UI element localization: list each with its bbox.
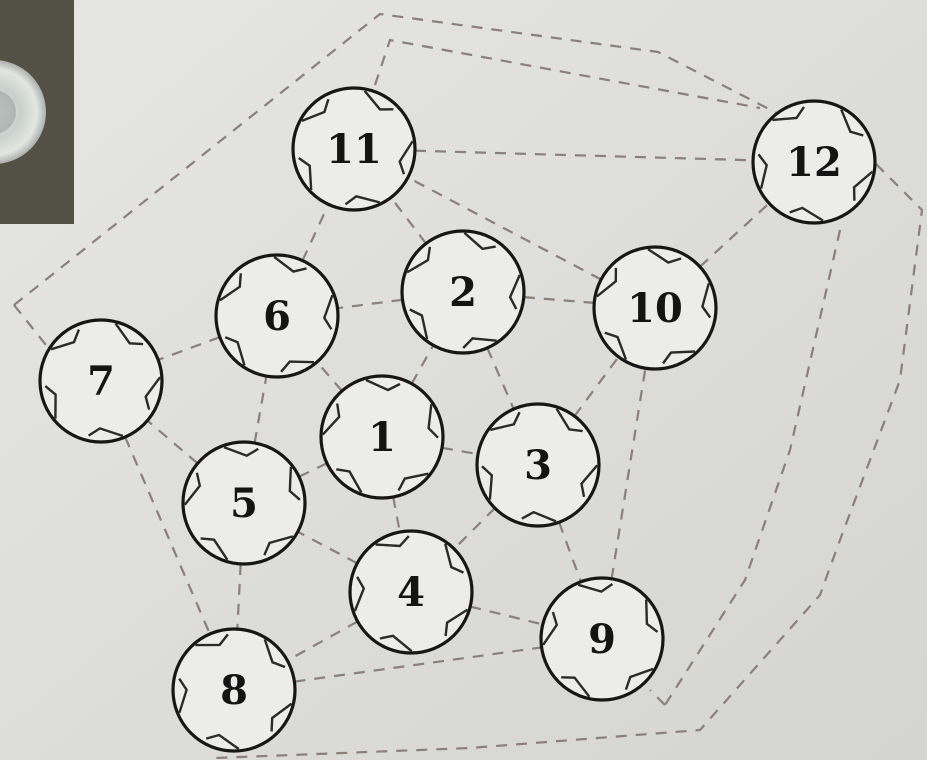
node-12: 12 [753,101,875,223]
node-3: 3 [477,404,599,526]
node-label-12: 12 [786,139,842,186]
node-label-7: 7 [87,358,115,405]
node-label-11: 11 [326,126,382,173]
node-label-2: 2 [449,269,477,316]
node-label-10: 10 [627,285,683,332]
node-8: 8 [173,629,295,751]
node-label-8: 8 [220,667,248,714]
node-label-3: 3 [524,442,552,489]
node-label-1: 1 [368,414,396,461]
node-11: 11 [293,88,415,210]
node-10: 10 [594,247,716,369]
node-9: 9 [541,578,663,700]
node-label-5: 5 [230,480,258,527]
node-4: 4 [350,531,472,653]
node-2: 2 [402,231,524,353]
node-6: 6 [216,255,338,377]
node-label-4: 4 [397,569,425,616]
node-label-6: 6 [263,293,291,340]
node-1: 1 [321,376,443,498]
node-5: 5 [183,442,305,564]
node-7: 7 [40,320,162,442]
node-label-9: 9 [588,616,616,663]
photo-thumbnail [0,0,74,224]
